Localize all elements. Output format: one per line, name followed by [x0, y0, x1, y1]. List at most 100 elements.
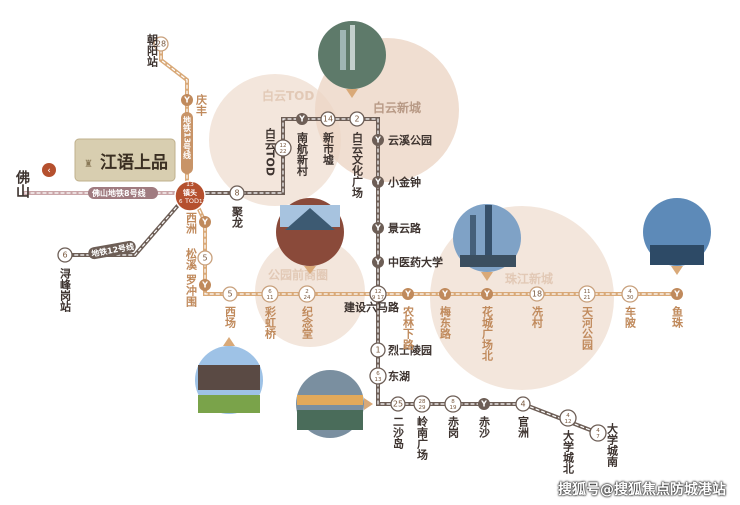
station-name: 赤沙: [478, 415, 491, 439]
station-line-number: 8: [451, 399, 455, 405]
station-xichang[interactable]: 5西场: [222, 286, 238, 329]
station-name: 南航新村: [296, 131, 309, 177]
station-nanhang[interactable]: Y 南航新村: [296, 113, 309, 177]
station-line-number: 14: [323, 115, 333, 124]
station-name: 花城广场北: [481, 305, 494, 362]
station-number-marker: [578, 285, 596, 303]
interchange-marker-icon: [478, 398, 490, 410]
station-guanzhou[interactable]: 4 官洲: [515, 396, 531, 439]
station-name: 官洲: [517, 415, 530, 439]
station-xizhou[interactable]: Y西洲: [185, 212, 212, 235]
logo-building-icon: ♜: [84, 159, 93, 170]
hub-station[interactable]: [174, 180, 206, 212]
station-line-number-2: 9 17: [372, 295, 385, 301]
station-number-marker: [274, 139, 292, 157]
interchange-marker-icon: [372, 176, 384, 188]
area-baiyun-tod: [209, 74, 341, 206]
interchange-marker-icon: [402, 288, 414, 300]
chevron-left-icon: ‹: [47, 166, 51, 176]
station-name: 鱼珠: [671, 305, 684, 329]
interchange-marker-icon: [372, 256, 384, 268]
station-line-number: 12: [280, 143, 287, 149]
interchange-marker-icon: [296, 113, 308, 125]
station-line-number: 25: [393, 400, 403, 409]
station-line-number-2: 21: [584, 295, 591, 301]
station-number-marker: [559, 409, 577, 427]
station-marker-label: Y: [404, 290, 411, 299]
station-name: 冼村: [531, 305, 544, 329]
station-nonglin[interactable]: Y 农林下路: [402, 288, 416, 351]
station-number-marker: [370, 342, 386, 358]
station-line-number: 4: [628, 289, 632, 295]
station-name: 景云路: [387, 221, 422, 235]
hub-name: 镇头: [183, 188, 197, 197]
line-13-label: 地铁13号线: [183, 115, 192, 160]
station-name: 聚龙: [231, 206, 245, 229]
station-number-marker: [621, 285, 639, 303]
station-number-marker: [197, 250, 213, 266]
station-yuzhu[interactable]: Y鱼珠: [671, 288, 684, 329]
station-name: 彩虹桥: [264, 305, 278, 340]
station-line-number: 4: [566, 413, 570, 419]
station-line-number: 8: [234, 189, 239, 198]
area-label-zhujiang-xincheng: 珠江新城: [505, 271, 553, 286]
station-number-marker: [369, 367, 387, 385]
hub-line-right: 12: [199, 199, 206, 205]
station-marker-label: Y: [298, 115, 305, 124]
station-chisha[interactable]: Y赤沙: [478, 398, 491, 439]
area-label-baiyun-tod: 白云TOD: [262, 88, 314, 103]
station-line-number: 4: [520, 400, 525, 409]
station-name: 车陂: [624, 305, 637, 329]
station-line-number-2: 13: [375, 377, 382, 383]
station-name: 大学城南: [606, 422, 619, 468]
station-number-marker: [515, 396, 531, 412]
interchange-marker-icon: [181, 94, 193, 106]
station-line-number: 6: [62, 251, 67, 260]
station-marker-label: Y: [374, 258, 381, 267]
station-number-marker: [57, 247, 73, 263]
station-line-number: 6: [376, 371, 380, 377]
station-julong[interactable]: 8 聚龙: [229, 185, 245, 229]
station-line-number: 11: [584, 289, 591, 295]
area-label-gongyuanqian: 公园前商圈: [268, 267, 328, 282]
station-marker-label: Y: [183, 96, 190, 105]
hub-line-top: 13: [186, 181, 194, 188]
station-name: 岭南广场: [416, 415, 429, 461]
station-number-marker: [298, 285, 316, 303]
back-arrow-icon[interactable]: [42, 163, 56, 177]
station-name: 农林下路: [402, 305, 416, 351]
interchange-marker-icon: [372, 222, 384, 234]
station-name: 赤岗: [447, 415, 460, 439]
station-line-number-2: 22: [280, 149, 287, 155]
station-name: 罗冲围: [185, 274, 198, 308]
station-songxi[interactable]: 5松溪: [185, 247, 213, 271]
station-number-marker: [229, 185, 245, 201]
station-line-number-2: 24: [304, 295, 311, 301]
